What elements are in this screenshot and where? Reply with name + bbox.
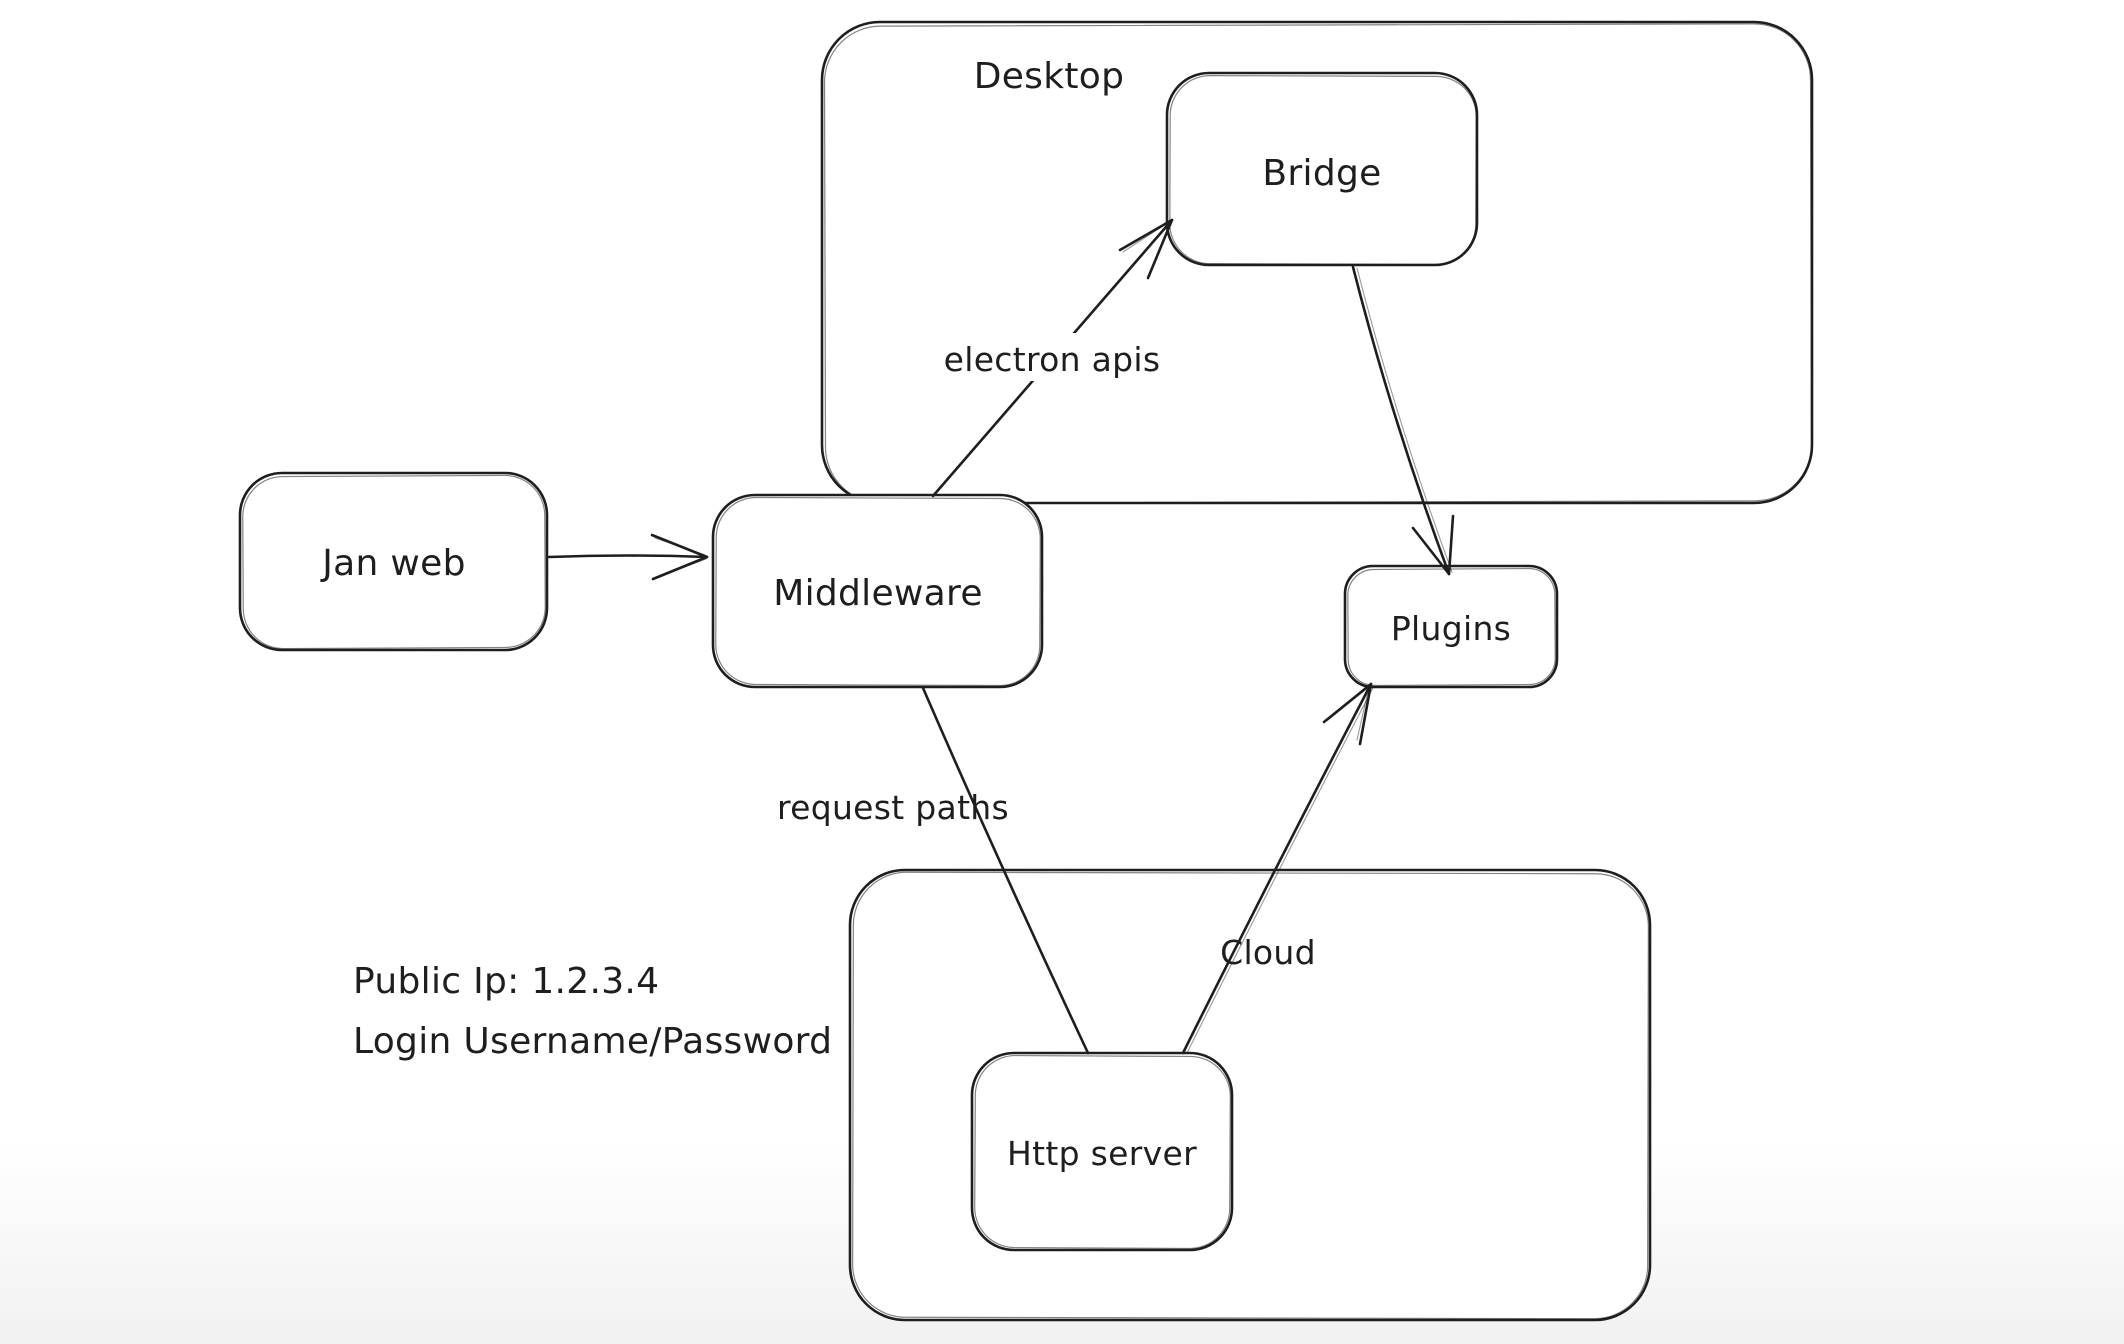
edge-line: [1351, 265, 1451, 576]
bridge-label: Bridge: [1262, 153, 1381, 194]
plugins-box[interactable]: [1343, 564, 1559, 689]
http-server-node[interactable]: Http server: [970, 1051, 1234, 1252]
http-server-box[interactable]: [970, 1051, 1234, 1252]
bridge-node[interactable]: Bridge: [1165, 71, 1479, 267]
sketch-overstroke: [654, 537, 707, 578]
login-text[interactable]: Login Username/Password: [353, 1021, 832, 1062]
sketch-overstroke: [1327, 686, 1370, 741]
arrowhead-up-right-icon: [1118, 218, 1174, 280]
label-background: [922, 333, 1184, 381]
cloud-container[interactable]: Cloud: [848, 868, 1652, 1322]
electron-apis-edge-label[interactable]: electron apis: [922, 333, 1184, 381]
bridge-box[interactable]: [1165, 71, 1479, 267]
middleware-label: Middleware: [773, 573, 983, 614]
arrowhead-right-icon: [650, 533, 709, 581]
http-server-label: Http server: [1007, 1134, 1197, 1173]
edge-line: [547, 554, 709, 559]
edge-bridge-plugins[interactable]: [1351, 265, 1455, 576]
cloud-credentials-note[interactable]: Public Ip: 1.2.3.4 Login Username/Passwo…: [353, 961, 832, 1062]
middleware-box[interactable]: [711, 493, 1044, 689]
sketch-overstroke: [1169, 75, 1477, 265]
sketch-overstroke: [1186, 685, 1375, 1054]
sketch-overstroke: [1356, 267, 1453, 573]
sketch-overstroke: [974, 1054, 1231, 1250]
edge-httpserver-plugins[interactable]: [1181, 682, 1375, 1055]
arrowhead-down-icon: [1411, 514, 1455, 576]
arrowhead-up-icon: [1322, 682, 1373, 746]
edge-line: [1181, 682, 1373, 1055]
edge-middleware-httpserver[interactable]: [921, 686, 1090, 1055]
electron-apis-text[interactable]: electron apis: [944, 340, 1161, 379]
edge-janweb-middleware[interactable]: [547, 533, 709, 581]
jan-web-label: Jan web: [320, 543, 465, 584]
plugins-label: Plugins: [1391, 609, 1511, 648]
sketch-overstroke: [242, 474, 546, 650]
sketch-overstroke: [1347, 567, 1556, 687]
request-paths-edge-label[interactable]: request paths: [777, 788, 1009, 827]
middleware-node[interactable]: Middleware: [711, 493, 1044, 689]
request-paths-text[interactable]: request paths: [777, 788, 1009, 827]
cloud-label[interactable]: Cloud: [1220, 933, 1316, 972]
sketch-overstroke: [852, 871, 1649, 1320]
desktop-label[interactable]: Desktop: [974, 56, 1125, 97]
jan-web-node[interactable]: Jan web: [238, 471, 549, 652]
jan-web-box[interactable]: [238, 471, 549, 652]
plugins-node[interactable]: Plugins: [1343, 564, 1559, 689]
edge-line: [921, 686, 1090, 1055]
sketch-overstroke: [715, 496, 1041, 687]
sketch-overstroke: [1122, 221, 1170, 253]
sketch-overstroke: [823, 23, 1813, 504]
public-ip-text[interactable]: Public Ip: 1.2.3.4: [353, 961, 659, 1002]
